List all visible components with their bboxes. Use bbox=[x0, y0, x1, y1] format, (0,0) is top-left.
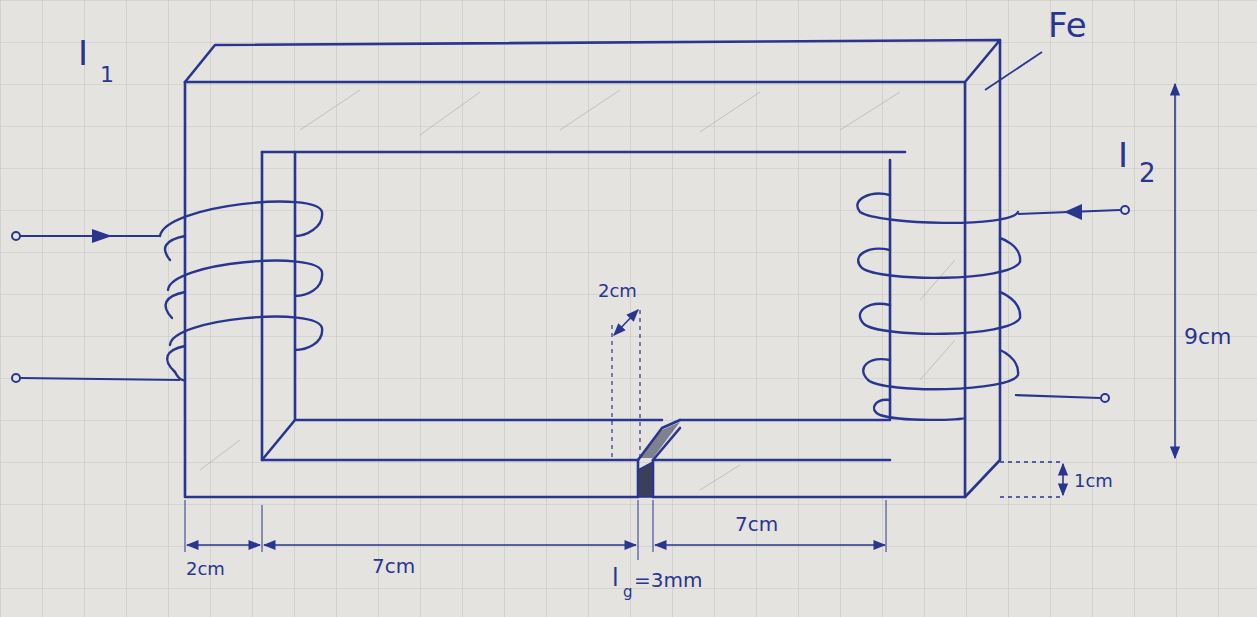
air-gap-top bbox=[640, 422, 680, 458]
air-gap bbox=[638, 462, 653, 497]
dimension-label: 2cm bbox=[186, 560, 225, 578]
lead-wires bbox=[20, 210, 1120, 398]
current-subscript: 2 bbox=[1139, 160, 1156, 186]
current-symbol: I bbox=[1118, 138, 1128, 172]
dimension-label: 1cm bbox=[1074, 472, 1113, 490]
leader-line bbox=[985, 52, 1042, 90]
coil-1 bbox=[160, 202, 322, 381]
current-arrow-2 bbox=[1064, 204, 1082, 220]
iron-core bbox=[185, 40, 1000, 497]
dimension-label: 9cm bbox=[1184, 326, 1232, 348]
dimension-label: 7cm bbox=[372, 556, 415, 576]
current-symbol: I bbox=[78, 36, 88, 70]
dimension-label: 2cm bbox=[598, 282, 637, 300]
dimension-label: =3mm bbox=[634, 570, 702, 590]
current-subscript: 1 bbox=[100, 64, 114, 86]
gap-length-symbol: l bbox=[612, 566, 619, 590]
dimension-lines bbox=[185, 84, 1175, 560]
terminals bbox=[12, 206, 1129, 402]
dimension-label: 7cm bbox=[735, 514, 778, 534]
coil-2 bbox=[857, 194, 1020, 420]
gap-length-subscript: g bbox=[623, 585, 633, 600]
material-label: Fe bbox=[1048, 8, 1087, 42]
current-arrow-1 bbox=[92, 229, 112, 243]
